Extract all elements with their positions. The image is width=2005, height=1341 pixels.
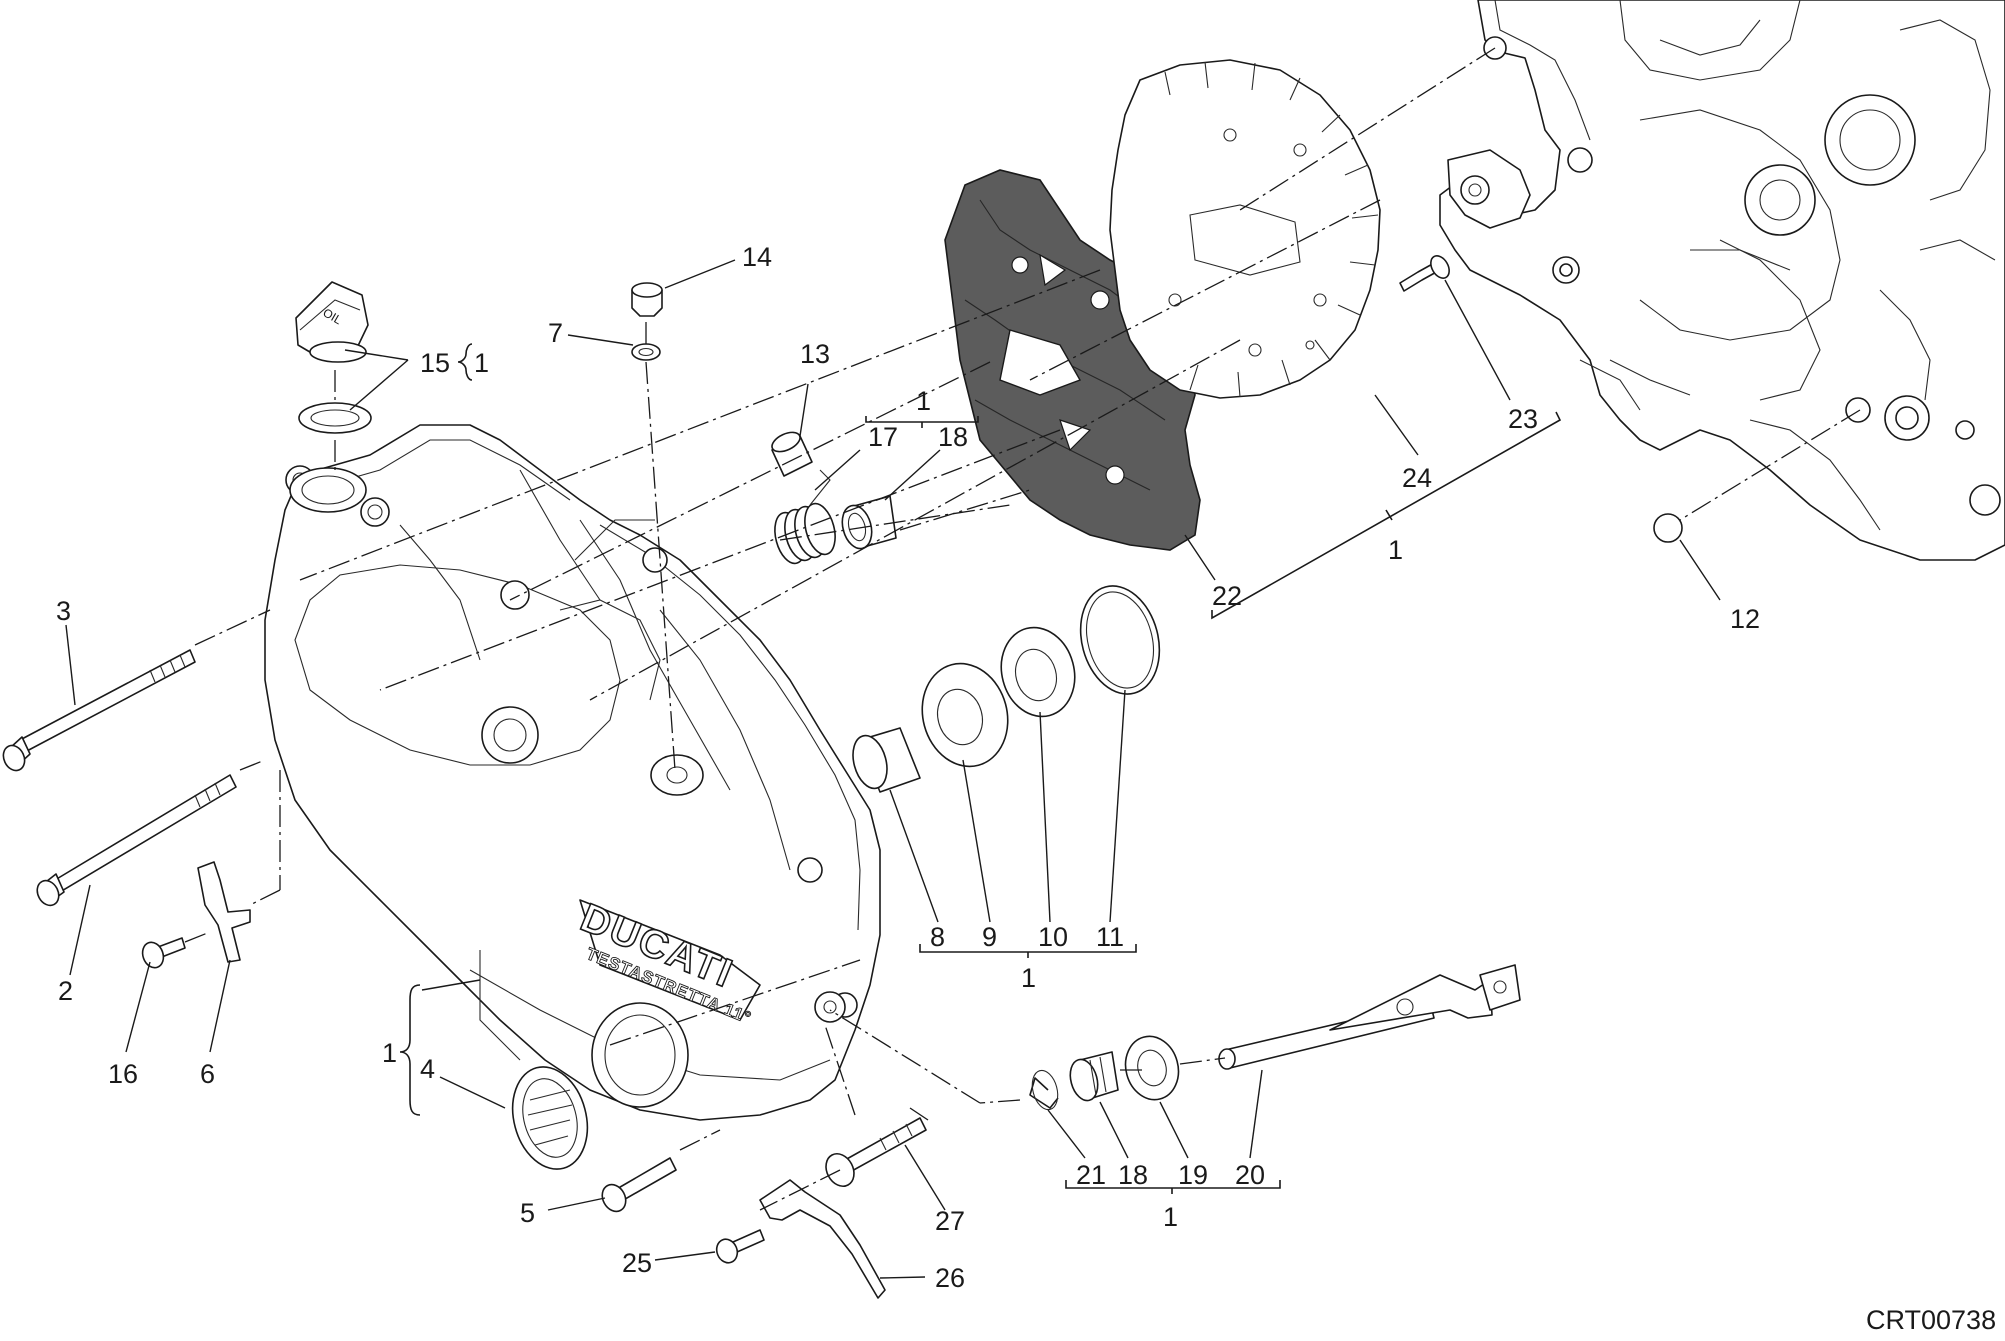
callout-18-bottom: 18 (1118, 1160, 1148, 1190)
callout-7: 7 (548, 318, 563, 348)
inner-plate-24 (1109, 59, 1381, 399)
bolt-16 (141, 937, 186, 969)
screw-23 (1399, 255, 1450, 292)
circlip-11 (1079, 585, 1161, 695)
callout-22: 22 (1212, 581, 1242, 611)
bolt-5 (601, 1157, 677, 1213)
callout-19: 19 (1178, 1160, 1208, 1190)
bolt-2 (36, 774, 237, 907)
bushing-8 (852, 727, 921, 793)
callout-16: 16 (108, 1059, 138, 1089)
callout-8: 8 (930, 922, 945, 952)
callout-15-assembly: 1 (474, 348, 489, 378)
callout-17-18-assembly: 1 (916, 386, 931, 416)
plug-and-washer (631, 282, 663, 361)
callout-17: 17 (868, 422, 898, 452)
callout-23: 23 (1508, 404, 1538, 434)
callout-18-top: 18 (938, 422, 968, 452)
callout-8-11-assembly: 1 (1021, 963, 1036, 993)
clutch-cover: DUCATI TESTASTRETTA 11° (264, 424, 881, 1121)
callout-4: 4 (420, 1054, 435, 1084)
callout-3: 3 (56, 596, 71, 626)
needle-bearing-18-top (841, 495, 897, 550)
callout-5: 5 (520, 1198, 535, 1228)
clutch-shaft-20 (1218, 964, 1521, 1070)
bolt-27 (825, 1117, 927, 1188)
oil-filler-cap: OIL (295, 281, 372, 434)
drawing-code: CRT00738 (1866, 1305, 1996, 1335)
callout-13: 13 (800, 339, 830, 369)
crankcase (1439, 0, 2005, 561)
callout-26: 26 (935, 1263, 965, 1293)
washer-10 (1000, 626, 1076, 718)
callout-9: 9 (982, 922, 997, 952)
callout-14: 14 (742, 242, 772, 272)
callout-labels: 3 2 16 6 15 1 7 14 13 17 18 1 22 24 23 1… (56, 242, 1760, 1293)
callout-25: 25 (622, 1248, 652, 1278)
callout-21: 21 (1076, 1160, 1106, 1190)
callout-18-21-assembly: 1 (1163, 1202, 1178, 1232)
callout-27: 27 (935, 1206, 965, 1236)
o-ring-12 (1653, 513, 1683, 543)
callout-10: 10 (1038, 922, 1068, 952)
bracket-26 (759, 1179, 886, 1299)
leader-lines (65, 259, 1721, 1279)
callout-11: 11 (1096, 922, 1124, 952)
callout-2: 2 (58, 976, 73, 1006)
assembly-centerlines (184, 47, 1861, 1211)
bearing-19 (1124, 1035, 1180, 1101)
seal-4 (511, 1066, 589, 1170)
needle-bearing-18-bottom (1069, 1051, 1119, 1102)
callout-12: 12 (1730, 604, 1760, 634)
circlip-21 (1029, 1069, 1059, 1111)
assembly-brackets (399, 343, 1562, 1194)
callout-6: 6 (200, 1059, 215, 1089)
seal-9 (921, 662, 1009, 768)
bolt-3 (2, 649, 196, 772)
callout-15: 15 (420, 348, 450, 378)
screw-25 (715, 1229, 765, 1264)
clip-6 (197, 861, 251, 963)
callout-1-cover: 1 (382, 1038, 397, 1068)
callout-20: 20 (1235, 1160, 1265, 1190)
callout-24: 24 (1402, 463, 1432, 493)
callout-22-24-assembly: 1 (1388, 535, 1403, 565)
